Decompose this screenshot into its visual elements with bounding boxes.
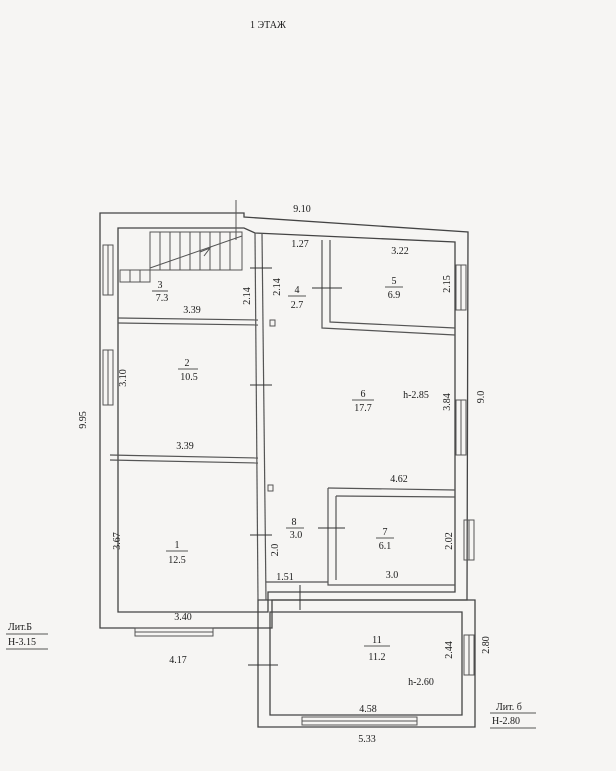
dim-r2-bottom: 3.39 xyxy=(176,441,194,452)
dim-r11-bottom: 4.58 xyxy=(359,704,377,715)
lit-6-line1: Лит. б xyxy=(496,702,522,713)
room-8-area: 3.0 xyxy=(290,530,303,541)
dim-r4-top: 1.27 xyxy=(291,239,309,250)
lit-b-line1: Лит.Б xyxy=(8,622,32,633)
dim-r8-width: 1.51 xyxy=(276,572,294,583)
dim-r3-right: 2.14 xyxy=(242,287,253,305)
dim-r7-bottom: 3.0 xyxy=(386,570,399,581)
dim-top: 9.10 xyxy=(293,204,311,215)
dim-r1-outer: 4.17 xyxy=(169,655,187,666)
dim-r5-top: 3.22 xyxy=(391,246,409,257)
dim-r7-right: 2.02 xyxy=(444,532,455,550)
dim-r11-outer-bottom: 5.33 xyxy=(358,734,376,745)
height-r11: h-2.60 xyxy=(408,677,434,688)
room-labels: 3 7.3 4 2.7 5 6.9 2 10.5 6 17.7 8 3.0 7 … xyxy=(152,276,403,663)
lit-b-line2: Н-3.15 xyxy=(8,637,36,648)
dim-r8-height: 2.0 xyxy=(270,544,281,557)
plan-title: 1 ЭТАЖ xyxy=(250,20,286,31)
dimension-labels: 9.10 9.95 9.0 3.39 3.10 3.39 3.67 3.40 4… xyxy=(78,204,492,745)
room-6-area: 17.7 xyxy=(354,403,372,414)
dim-r3-bottom: 3.39 xyxy=(183,305,201,316)
dim-r4-left: 2.14 xyxy=(272,278,283,296)
lit-b-label: Лит.Б Н-3.15 xyxy=(6,622,48,650)
dim-r2-height: 3.10 xyxy=(118,369,129,387)
room-6-number: 6 xyxy=(361,389,366,400)
windows xyxy=(102,244,475,726)
staircase xyxy=(119,200,243,283)
room-2-number: 2 xyxy=(185,358,190,369)
room-3-area: 7.3 xyxy=(156,293,169,304)
room-3-number: 3 xyxy=(158,280,163,291)
dim-r5-right: 2.15 xyxy=(442,275,453,293)
dim-r1-height: 3.67 xyxy=(112,532,123,550)
dim-left-total: 9.95 xyxy=(78,411,89,429)
room-7-area: 6.1 xyxy=(379,541,392,552)
dim-r7-top: 4.62 xyxy=(390,474,408,485)
room-5-area: 6.9 xyxy=(388,290,401,301)
height-r6: h-2.85 xyxy=(403,390,429,401)
dim-r11-height: 2.44 xyxy=(444,641,455,659)
dim-r1-bottom: 3.40 xyxy=(174,612,192,623)
dim-right-total: 9.0 xyxy=(476,391,487,404)
room-11-area: 11.2 xyxy=(368,652,385,663)
room-4-number: 4 xyxy=(295,285,300,296)
room-5-number: 5 xyxy=(392,276,397,287)
dim-r11-outer: 2.80 xyxy=(481,636,492,654)
room-1-area: 12.5 xyxy=(168,555,186,566)
room-4-area: 2.7 xyxy=(291,300,304,311)
room-1-number: 1 xyxy=(175,540,180,551)
door-marks xyxy=(248,267,345,666)
room-2-area: 10.5 xyxy=(180,372,198,383)
room-8-number: 8 xyxy=(292,517,297,528)
lit-6-label: Лит. б Н-2.80 xyxy=(490,702,536,729)
room-11-number: 11 xyxy=(372,635,382,646)
lit-6-line2: Н-2.80 xyxy=(492,716,520,727)
partitions xyxy=(109,232,456,601)
dim-r6-right: 3.84 xyxy=(442,393,453,411)
room-7-number: 7 xyxy=(383,527,388,538)
walls xyxy=(99,212,476,728)
